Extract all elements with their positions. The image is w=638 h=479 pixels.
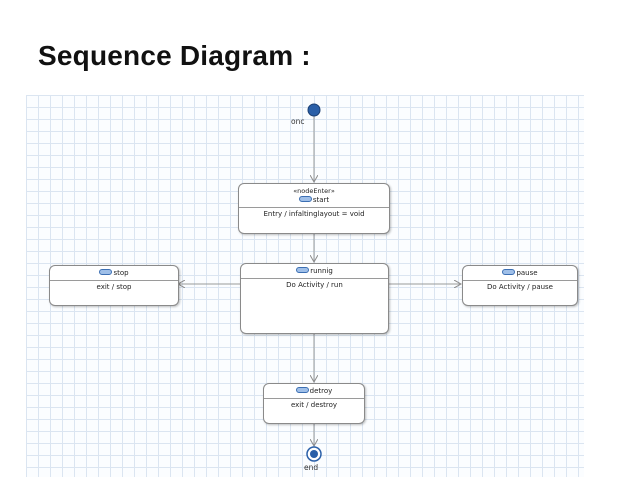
final-node-label: end — [304, 463, 319, 472]
state-pause-activity: Do Activity / pause — [486, 283, 553, 291]
state-destroy-name: detroy — [309, 387, 333, 395]
state-icon — [99, 269, 113, 275]
state-destroy-activity: exit / destroy — [290, 401, 338, 409]
state-icon — [298, 196, 312, 202]
state-pause-name: pause — [516, 269, 538, 277]
final-node-inner — [310, 450, 318, 458]
state-stop-name: stop — [113, 269, 129, 277]
state-running-activity: Do Activity / run — [286, 281, 343, 289]
state-start-stereotype: «nodeEnter» — [293, 187, 335, 195]
state-icon — [295, 387, 309, 393]
state-running[interactable]: runnig Do Activity / run — [240, 263, 389, 334]
state-start-activity: Entry / infaltinglayout = void — [263, 210, 365, 218]
state-start-name: start — [312, 196, 330, 204]
state-icon — [502, 269, 516, 275]
state-icon — [296, 267, 310, 273]
state-destroy[interactable]: detroy exit / destroy — [263, 383, 365, 424]
initial-node-label: onc — [291, 117, 305, 126]
initial-node — [307, 103, 321, 117]
state-pause[interactable]: pause Do Activity / pause — [462, 265, 578, 306]
state-running-name: runnig — [310, 267, 333, 275]
slide-title: Sequence Diagram : — [38, 40, 311, 71]
state-stop-activity: exit / stop — [96, 283, 132, 291]
state-start[interactable]: «nodeEnter» start Entry / infaltinglayou… — [238, 183, 390, 234]
state-stop[interactable]: stop exit / stop — [49, 265, 179, 306]
